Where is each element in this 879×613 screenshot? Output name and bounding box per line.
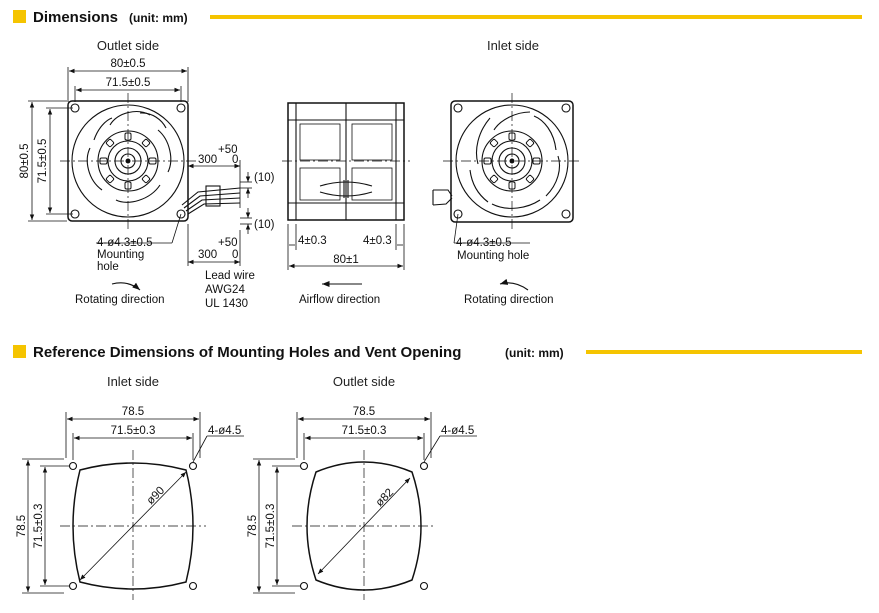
diameter-label: ø82 <box>374 487 397 510</box>
dim-height-inner: 71.5±0.5 <box>37 139 49 184</box>
hole-callout: 4-ø4.5 <box>441 425 474 437</box>
section-unit: (unit: mm) <box>505 346 564 360</box>
dim-flange-left: 4±0.3 <box>298 235 327 247</box>
lead-gap-bottom: (10) <box>254 219 275 231</box>
section-marker <box>13 10 26 23</box>
reference-header: Reference Dimensions of Mounting Holes a… <box>13 344 862 361</box>
view-title: Outlet side <box>333 374 395 389</box>
lead-wires <box>181 184 241 215</box>
diameter-label: ø90 <box>145 485 168 508</box>
mounting-label: Mounting <box>97 249 144 261</box>
vent-opening <box>306 461 422 591</box>
dim-width-inner: 71.5±0.5 <box>106 77 151 89</box>
lead-gap-top: (10) <box>254 172 275 184</box>
mounting-hole <box>70 103 80 113</box>
rotation-arrow <box>111 282 141 291</box>
section-rule <box>210 15 862 19</box>
rotating-direction-label: Rotating direction <box>464 294 554 306</box>
lead-wire-label: Lead wire <box>205 270 255 282</box>
dim-height-outer: 80±0.5 <box>19 143 31 178</box>
dim-width-outer: 78.5 <box>122 406 144 418</box>
fan-opening <box>71 104 185 218</box>
mounting-label-2: hole <box>97 261 119 273</box>
section-marker <box>13 345 26 358</box>
view-title: Outlet side <box>97 38 159 53</box>
dim-height-outer: 78.5 <box>16 515 28 537</box>
inlet-side-view: Inlet side <box>432 38 581 306</box>
view-title: Inlet side <box>107 374 159 389</box>
dim-width-outer: 80±0.5 <box>110 58 145 70</box>
dim-width-inner: 71.5±0.3 <box>342 425 387 437</box>
lead-tol-zero-bottom: 0 <box>232 249 238 261</box>
dimensions-header: Dimensions (unit: mm) <box>13 9 862 26</box>
dim-width-outer: 78.5 <box>353 406 375 418</box>
fan-hub-ring <box>97 130 159 192</box>
lead-length-top: 300 <box>198 154 217 166</box>
lead-tol-plus-top: +50 <box>218 144 238 156</box>
rotating-direction-label: Rotating direction <box>75 294 165 306</box>
reference-inlet-view: Inlet side 78.5 71.5±0.3 4-ø4.5 78.5 71.… <box>16 374 244 600</box>
dim-height-outer: 78.5 <box>247 515 259 537</box>
vent-opening <box>72 462 194 590</box>
reference-outlet-view: Outlet side 78.5 71.5±0.3 4-ø4.5 78.5 71… <box>247 374 477 600</box>
dim-flange-right: 4±0.3 <box>363 235 392 247</box>
fan-blades <box>86 111 172 203</box>
section-title: Reference Dimensions of Mounting Holes a… <box>33 344 461 361</box>
view-title: Inlet side <box>487 38 539 53</box>
mounting-label: Mounting hole <box>457 250 529 262</box>
mounting-hole <box>176 103 186 113</box>
side-view: 4±0.3 4±0.3 80±1 Airflow direction <box>282 102 410 306</box>
hole-callout: 4-ø4.3±0.5 <box>97 237 153 249</box>
lead-tol-zero-top: 0 <box>232 154 238 166</box>
dim-width-inner: 71.5±0.3 <box>111 425 156 437</box>
section-title: Dimensions <box>33 9 118 26</box>
lead-wire-standard: UL 1430 <box>205 298 248 310</box>
mounting-hole <box>70 209 80 219</box>
rotation-arrow <box>499 278 529 291</box>
dim-depth: 80±1 <box>333 254 359 266</box>
hole-callout: 4-ø4.5 <box>208 425 241 437</box>
dim-height-inner: 71.5±0.3 <box>265 504 277 549</box>
lead-tol-plus-bottom: +50 <box>218 237 238 249</box>
section-rule <box>586 350 862 354</box>
lead-wire-gauge: AWG24 <box>205 284 245 296</box>
airflow-label: Airflow direction <box>299 294 380 306</box>
mounting-hole <box>176 209 186 219</box>
lead-length-bottom: 300 <box>198 249 217 261</box>
section-unit: (unit: mm) <box>129 11 188 25</box>
hole-callout: 4-ø4.3±0.5 <box>456 237 512 249</box>
dim-height-inner: 71.5±0.3 <box>33 504 45 549</box>
outlet-side-view: Outlet side 80±0.5 71.5±0.5 80±0.5 71.5±… <box>19 38 275 310</box>
